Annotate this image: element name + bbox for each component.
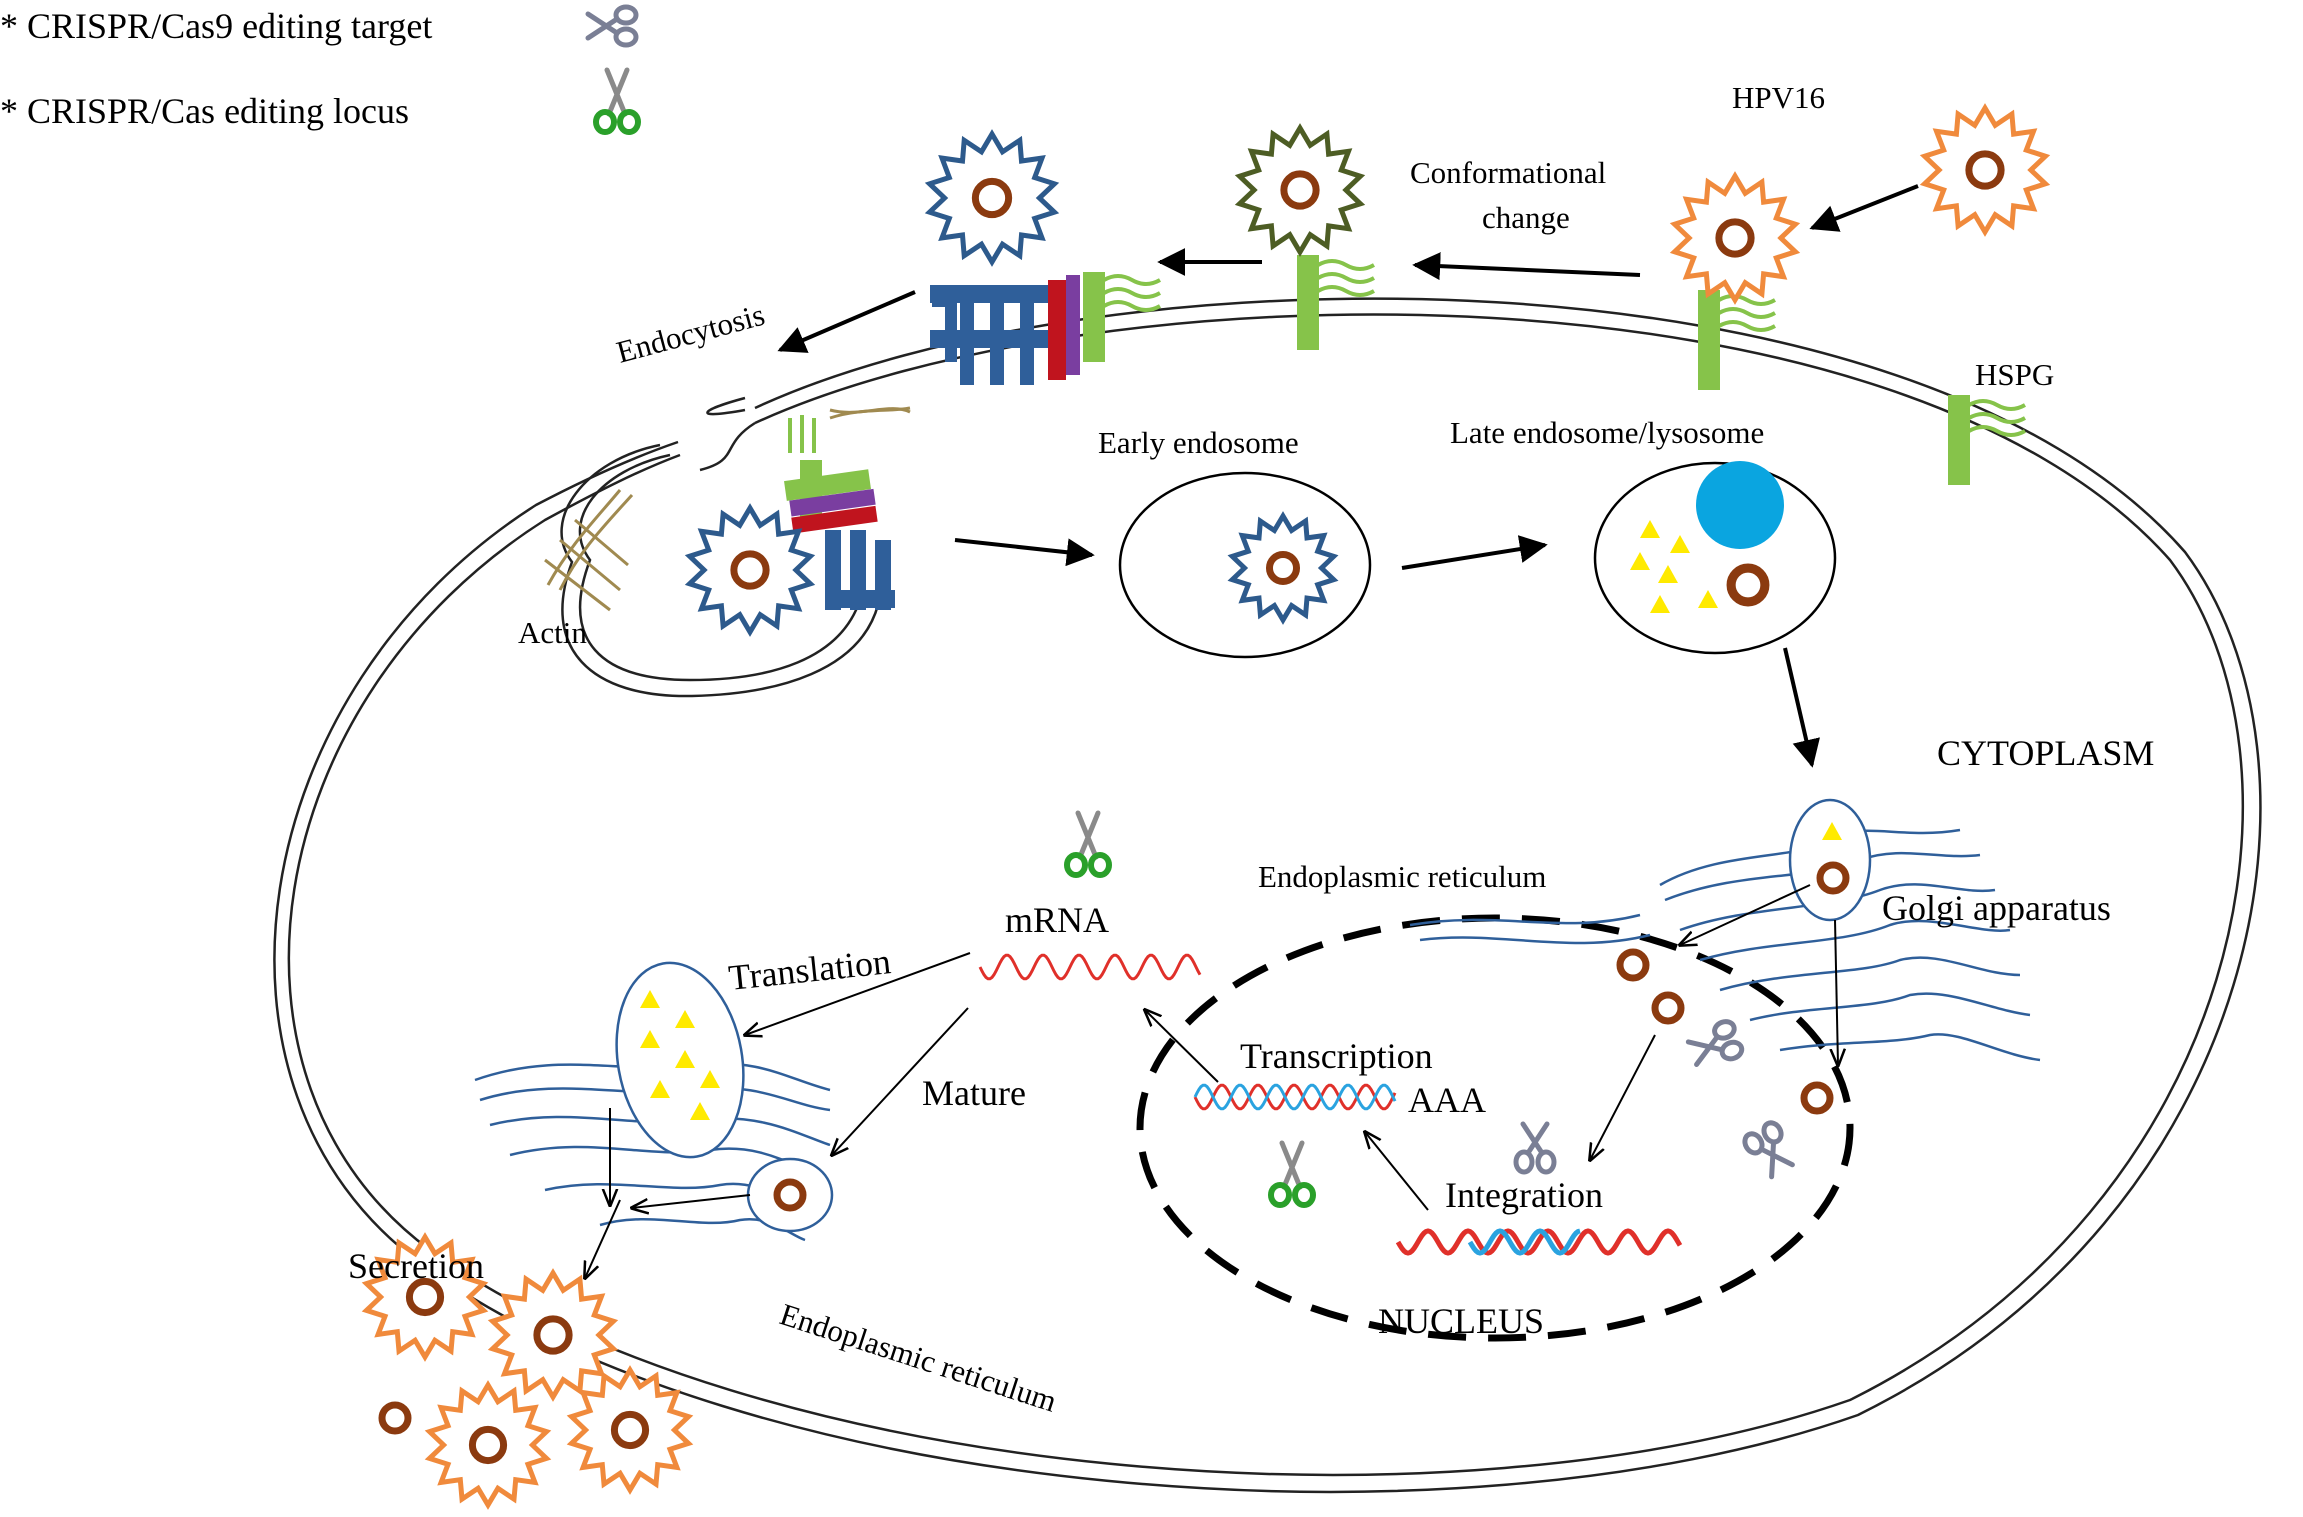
conformational-label: Conformational <box>1410 155 1606 190</box>
legend-locus-label: * CRISPR/Cas editing locus <box>0 91 409 131</box>
hspg-label: HSPG <box>1975 357 2054 392</box>
er-top-label: Endoplasmic reticulum <box>1258 859 1546 894</box>
hspg-receptor <box>800 255 1970 520</box>
integration-label: Integration <box>1445 1175 1603 1215</box>
green-scissors-icon <box>596 70 638 132</box>
change-label: change <box>1482 200 1570 235</box>
gray-scissors-icon <box>1742 1120 1799 1181</box>
cell-membrane <box>273 297 2262 1493</box>
golgi-vesicle <box>1788 798 1872 922</box>
internalized-receptor-complex <box>784 469 895 610</box>
hspg-chains <box>788 259 2026 453</box>
secreted-virion <box>566 1365 694 1495</box>
mrna-label: mRNA <box>1005 900 1109 940</box>
cytoplasm-label: CYTOPLASM <box>1937 733 2154 773</box>
bound-virion <box>1669 171 1801 305</box>
mrna-strand <box>978 953 1202 981</box>
labels: HPV16 Conformational change Endocytosis … <box>348 80 2154 1419</box>
transcription-label: Transcription <box>1240 1036 1433 1076</box>
legend-target-label: * CRISPR/Cas9 editing target <box>0 6 432 46</box>
endocytic-pit <box>560 396 880 698</box>
thin-arrows <box>585 884 1838 1278</box>
secreted-virion <box>361 1232 489 1362</box>
endocytosed-virion <box>684 503 816 637</box>
aaa-label: AAA <box>1408 1080 1486 1120</box>
endocytosis-label: Endocytosis <box>613 297 768 370</box>
hpv16-virion <box>1919 103 2051 237</box>
transcript-strand-blue <box>1193 1083 1397 1111</box>
secretion-label: Secretion <box>348 1246 484 1286</box>
er-top <box>1409 913 1651 945</box>
gray-scissors-icon <box>1686 1019 1744 1071</box>
integrated-dna-blue <box>1467 1228 1581 1256</box>
golgi-label: Golgi apparatus <box>1882 888 2111 928</box>
actin-label: Actin <box>518 615 587 650</box>
genome-vesicle <box>746 1157 834 1233</box>
endosome-virion <box>1227 511 1339 625</box>
transcript-strand-red <box>1193 1083 1397 1111</box>
green-scissors-icon <box>1067 813 1109 875</box>
gray-scissors-icon <box>1516 1124 1554 1172</box>
arrows <box>777 184 1919 768</box>
secreted-virion <box>487 1268 619 1402</box>
conformational-virion <box>1234 123 1366 257</box>
green-scissors-icon <box>1271 1143 1313 1205</box>
er-bottom-label: Endoplasmic reticulum <box>776 1296 1061 1418</box>
entry-receptor-complex <box>930 275 1080 385</box>
mature-label: Mature <box>922 1073 1026 1113</box>
legend: * CRISPR/Cas9 editing target * CRISPR/Ca… <box>0 6 638 132</box>
late-endosome-label: Late endosome/lysosome <box>1450 415 1764 450</box>
nucleus-envelope <box>1136 914 1854 1342</box>
lysosome-enzyme <box>1696 461 1784 549</box>
secreted-virion <box>424 1380 552 1510</box>
integrated-dna-red <box>1395 1228 1683 1256</box>
virions <box>361 103 2051 1510</box>
gray-scissors-icon <box>588 7 636 45</box>
receptor-bound-virion <box>924 129 1060 267</box>
hpv16-label: HPV16 <box>1732 80 1825 115</box>
nucleus-label: NUCLEUS <box>1378 1301 1544 1341</box>
early-endosome-label: Early endosome <box>1098 425 1299 460</box>
actin-filament <box>544 406 911 612</box>
